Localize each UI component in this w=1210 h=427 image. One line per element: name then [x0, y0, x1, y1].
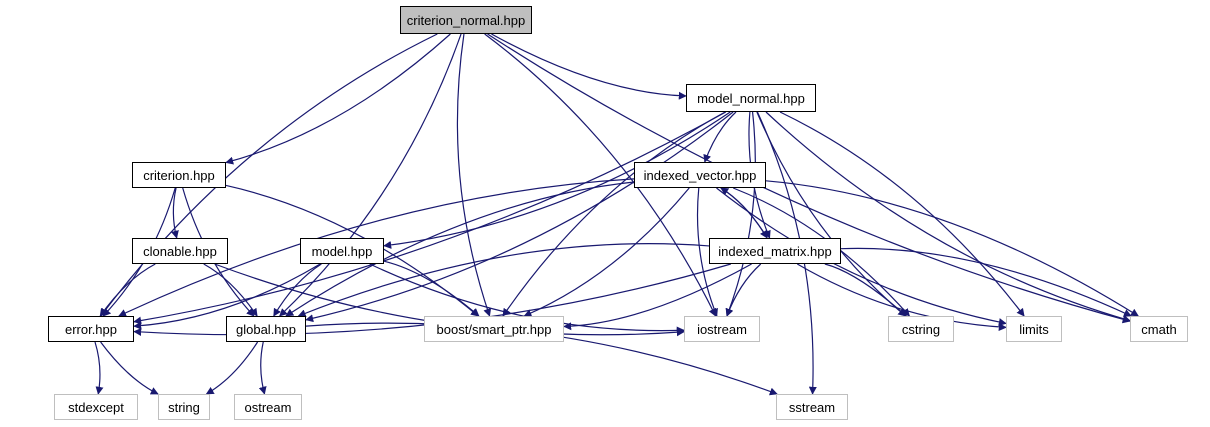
edge-criterion_normal-to-cmath [487, 33, 1131, 324]
node-error-hpp[interactable]: error.hpp [48, 316, 134, 342]
edge-indexed_vector-to-limits [716, 187, 1007, 326]
node-cstring: cstring [888, 316, 954, 342]
edge-model-to-error [133, 263, 321, 330]
node-iostream: iostream [684, 316, 760, 342]
node-model-normal-hpp[interactable]: model_normal.hpp [686, 84, 816, 112]
edge-criterion_normal-to-model_normal [491, 33, 687, 100]
edge-indexed_vector-to-iostream [696, 187, 718, 317]
edge-indexed_matrix-to-indexed_vector [720, 187, 768, 239]
edge-indexed_matrix-to-smart_ptr [563, 263, 752, 331]
edge-criterion_normal-to-criterion [225, 33, 451, 165]
edge-criterion-to-clonable [171, 187, 179, 239]
node-cmath: cmath [1130, 316, 1188, 342]
node-criterion-hpp[interactable]: criterion.hpp [132, 162, 226, 188]
edge-criterion_normal-to-global [279, 33, 462, 317]
edge-indexed_matrix-to-limits [796, 263, 1007, 331]
node-indexed-matrix-hpp[interactable]: indexed_matrix.hpp [709, 238, 841, 264]
edge-indexed_vector-to-cmath [765, 180, 1139, 317]
edge-model_normal-to-cstring [756, 111, 907, 317]
edge-model_normal-to-model [383, 111, 731, 249]
edge-clonable-to-error [99, 263, 156, 317]
edge-criterion_normal-to-iostream [484, 33, 717, 317]
edge-model-to-smart_ptr [383, 260, 480, 317]
node-sstream: sstream [776, 394, 848, 420]
edge-indexed_vector-to-smart_ptr [523, 187, 690, 317]
edge-indexed_matrix-to-global [297, 243, 710, 318]
edge-clonable-to-global [203, 263, 258, 317]
edge-criterion_normal-to-smart_ptr [456, 33, 492, 317]
edge-model_normal-to-smart_ptr [502, 111, 726, 317]
edge-model-to-global [273, 263, 322, 317]
node-model-hpp[interactable]: model.hpp [300, 238, 384, 264]
edge-indexed_vector-to-error [118, 178, 635, 317]
node-stdexcept: stdexcept [54, 394, 138, 420]
node-global-hpp[interactable]: global.hpp [226, 316, 306, 342]
edge-global-to-string [205, 341, 259, 395]
node-string: string [158, 394, 210, 420]
edge-model_normal-to-indexed_vector [703, 111, 737, 163]
edge-model_normal-to-limits [779, 111, 1025, 317]
edge-model_normal-to-error [133, 111, 727, 325]
node-boost-smart-ptr-hpp: boost/smart_ptr.hpp [424, 316, 564, 342]
node-clonable-hpp[interactable]: clonable.hpp [132, 238, 228, 264]
edge-model_normal-to-cmath [765, 111, 1131, 323]
edge-indexed_vector-to-global [285, 181, 635, 317]
edge-indexed_matrix-to-iostream [725, 263, 762, 317]
node-criterion-normal-hpp[interactable]: criterion_normal.hpp [400, 6, 532, 34]
edge-model_normal-to-global [305, 111, 734, 323]
node-indexed-vector-hpp[interactable]: indexed_vector.hpp [634, 162, 766, 188]
node-limits: limits [1006, 316, 1062, 342]
edge-error-to-stdexcept [94, 341, 104, 395]
edge-error-to-string [100, 341, 159, 395]
edge-global-to-ostream [258, 341, 267, 395]
node-ostream: ostream [234, 394, 302, 420]
edge-indexed_matrix-to-cmath [840, 247, 1132, 317]
